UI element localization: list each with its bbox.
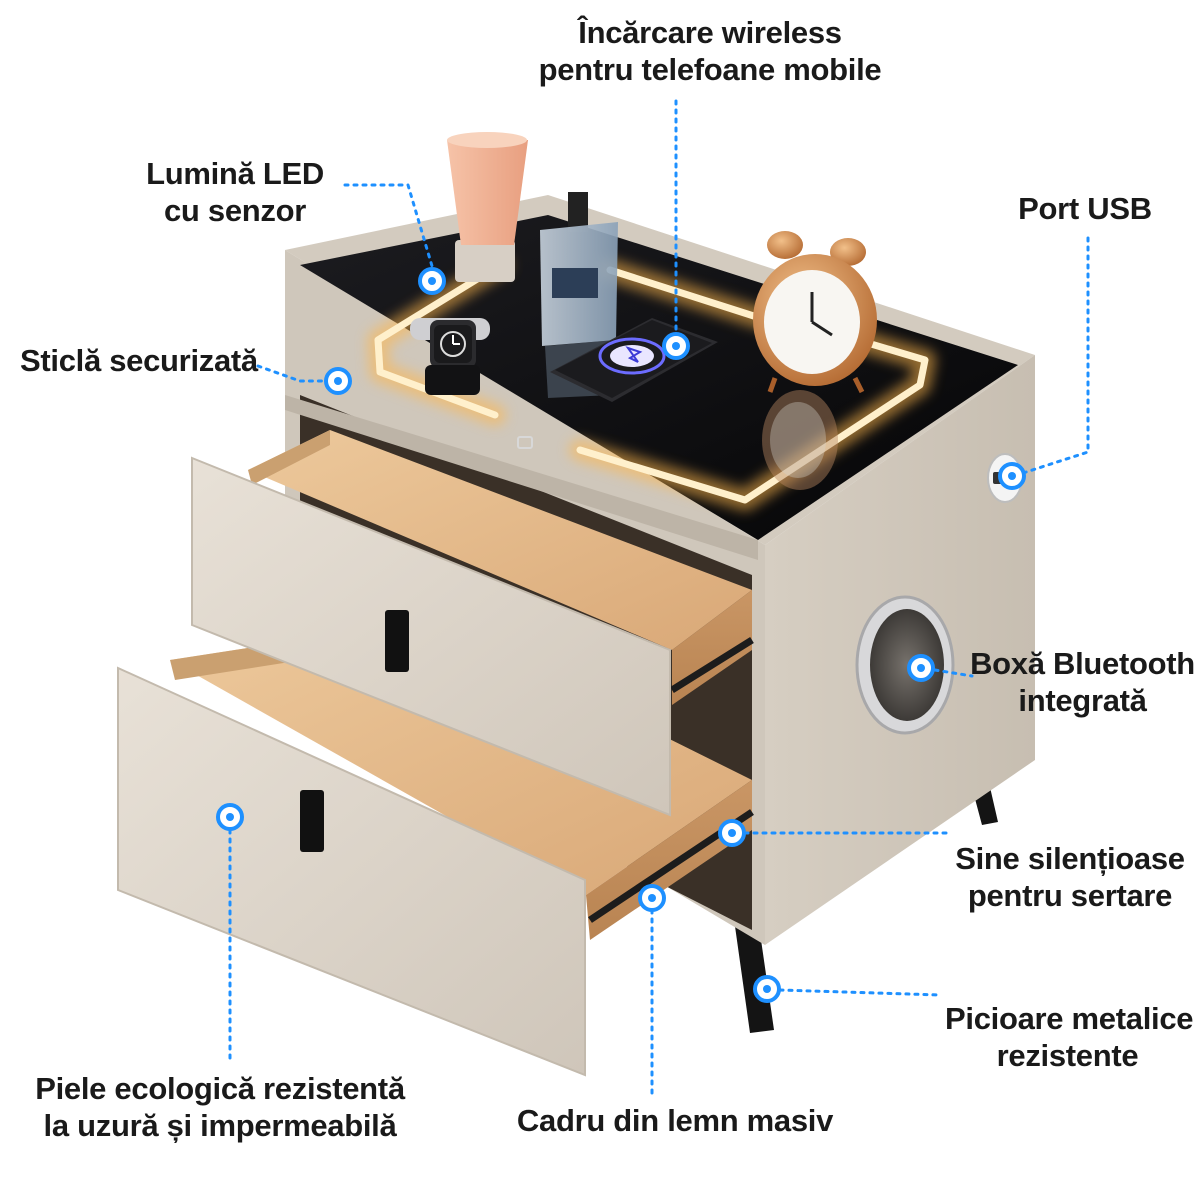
leader-bluetooth-speaker bbox=[933, 668, 974, 678]
label-silent-rails: Sine silențioase pentru sertare bbox=[950, 840, 1190, 914]
callout-markers bbox=[216, 267, 1026, 1003]
label-tempered-glass: Sticlă securizată bbox=[20, 342, 270, 379]
label-line: la uzură și impermeabilă bbox=[43, 1108, 397, 1144]
label-wood-frame: Cadru din lemn masiv bbox=[515, 1102, 835, 1139]
callout-leaders bbox=[228, 99, 1090, 1097]
speaker-grille-icon bbox=[855, 595, 955, 735]
smart-watch bbox=[410, 318, 490, 395]
label-line: Sticlă securizată bbox=[20, 343, 258, 378]
touch-sensor-icon bbox=[517, 436, 533, 449]
callout-marker-icon bbox=[662, 332, 690, 360]
label-line: Boxă Bluetooth bbox=[970, 646, 1195, 681]
alarm-clock bbox=[753, 231, 877, 490]
label-bluetooth-speaker: Boxă Bluetooth integrată bbox=[970, 645, 1195, 719]
callout-marker-icon bbox=[718, 819, 746, 847]
label-line: cu senzor bbox=[163, 193, 306, 229]
leader-metal-legs bbox=[778, 988, 942, 997]
callout-marker-icon bbox=[998, 462, 1026, 490]
label-eco-leather: Piele ecologică rezistentă la uzură și i… bbox=[20, 1070, 420, 1144]
callout-marker-icon bbox=[638, 884, 666, 912]
label-line: Port USB bbox=[1018, 191, 1152, 226]
label-line: Sine silențioase bbox=[955, 841, 1185, 876]
callout-marker-icon bbox=[753, 975, 781, 1003]
label-line: Încărcare wireless bbox=[578, 15, 842, 50]
label-metal-legs: Picioare metalice rezistente bbox=[945, 1000, 1194, 1074]
top-drawer bbox=[191, 430, 754, 817]
leader-tempered-glass bbox=[256, 364, 327, 383]
leader-usb-port bbox=[1018, 236, 1090, 476]
bottom-drawer-handle bbox=[300, 790, 324, 852]
items-on-top bbox=[410, 132, 877, 490]
label-line: rezistente bbox=[996, 1038, 1139, 1074]
label-led-light: Lumină LED cu senzor bbox=[115, 155, 355, 229]
label-line: pentru sertare bbox=[967, 878, 1173, 914]
callout-marker-icon bbox=[907, 654, 935, 682]
label-usb-port: Port USB bbox=[995, 190, 1175, 227]
callout-marker-icon bbox=[216, 803, 244, 831]
label-line: Picioare metalice bbox=[945, 1001, 1194, 1036]
bottom-drawer bbox=[117, 620, 754, 1077]
leader-led-light bbox=[343, 183, 434, 268]
label-line: Cadru din lemn masiv bbox=[516, 1103, 834, 1138]
label-line: pentru telefoane mobile bbox=[538, 52, 882, 88]
callout-marker-icon bbox=[324, 367, 352, 395]
cosmetic-bottle bbox=[447, 132, 528, 282]
label-line: integrată bbox=[1018, 683, 1147, 719]
top-drawer-handle bbox=[385, 610, 409, 672]
callout-marker-icon bbox=[418, 267, 446, 295]
label-line: Lumină LED bbox=[146, 156, 324, 191]
label-wireless-charging: Încărcare wireless pentru telefoane mobi… bbox=[500, 14, 920, 88]
label-line: Piele ecologică rezistentă bbox=[35, 1071, 405, 1106]
